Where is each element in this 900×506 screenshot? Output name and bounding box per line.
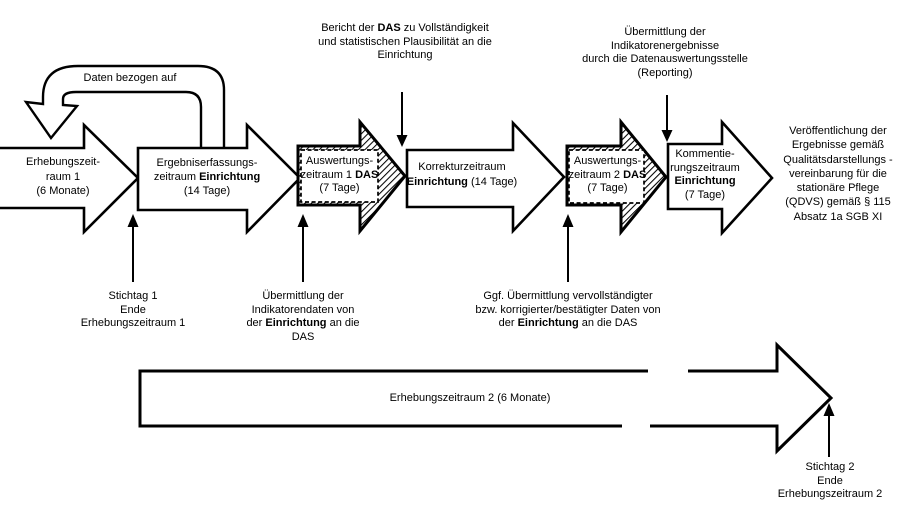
data-feedback-label: Daten bezogen auf [83, 72, 177, 84]
ergebniserfassung-arrow [136, 121, 302, 236]
veroeffentlichung-text: Veröffentlichung der Ergebnisse gemäß Qu… [783, 125, 893, 223]
korrigierte-daten-pointer-arrow [562, 214, 574, 282]
stichtag1-pointer-arrow [127, 214, 139, 282]
korrekturzeitraum-label: Korrekturzeitraum Einrichtung (14 Tage) [406, 161, 518, 188]
das-report-annotation: Bericht der DAS zu Vollständigkeit und s… [318, 22, 492, 61]
auswertung2-textbox [568, 149, 645, 204]
korrigierte-daten-annotation: Ggf. Übermittlung vervollständigter bzw.… [475, 290, 661, 329]
erhebungszeitraum2-label: Erhebungszeitraum 2 (6 Monate) [389, 392, 551, 404]
data-feedback-arrow [23, 64, 226, 152]
indikatorendaten-annotation: Übermittlung der Indikatorendaten von de… [246, 290, 360, 343]
erhebungszeitraum2-arrow [138, 369, 648, 428]
korrekturzeitraum-arrow [405, 119, 566, 235]
stichtag2-annotation: Stichtag 2 Ende Erhebungszeitraum 2 [777, 461, 883, 500]
stichtag2-pointer-arrow [823, 403, 835, 457]
erhebungszeitraum2-arrowhead [650, 341, 834, 455]
reporting-annotation: Übermittlung der Indikatorenergebnisse d… [582, 26, 748, 79]
reporting-pointer-arrow [661, 95, 673, 142]
auswertung1-label: Auswertungs- zeitraum 1 DAS (7 Tage) [300, 155, 379, 194]
kommentierung-label: Kommentie- rungszeitraum Einrichtung (7 … [670, 148, 740, 201]
erhebungszeitraum1-label: Erhebungszeit- raum 1 (6 Monate) [26, 156, 100, 197]
kommentierung-arrow [666, 118, 774, 237]
auswertung2-label: Auswertungs- zeitraum 2 DAS (7 Tage) [568, 155, 647, 194]
indikatorendaten-pointer-arrow [297, 214, 309, 282]
das-report-pointer-arrow [396, 92, 408, 147]
auswertung1-textbox [300, 149, 379, 203]
ergebniserfassung-label: Ergebniserfassungs- zeitraum Einrichtung… [153, 157, 261, 197]
stichtag1-annotation: Stichtag 1 Ende Erhebungszeitraum 1 [80, 290, 186, 329]
